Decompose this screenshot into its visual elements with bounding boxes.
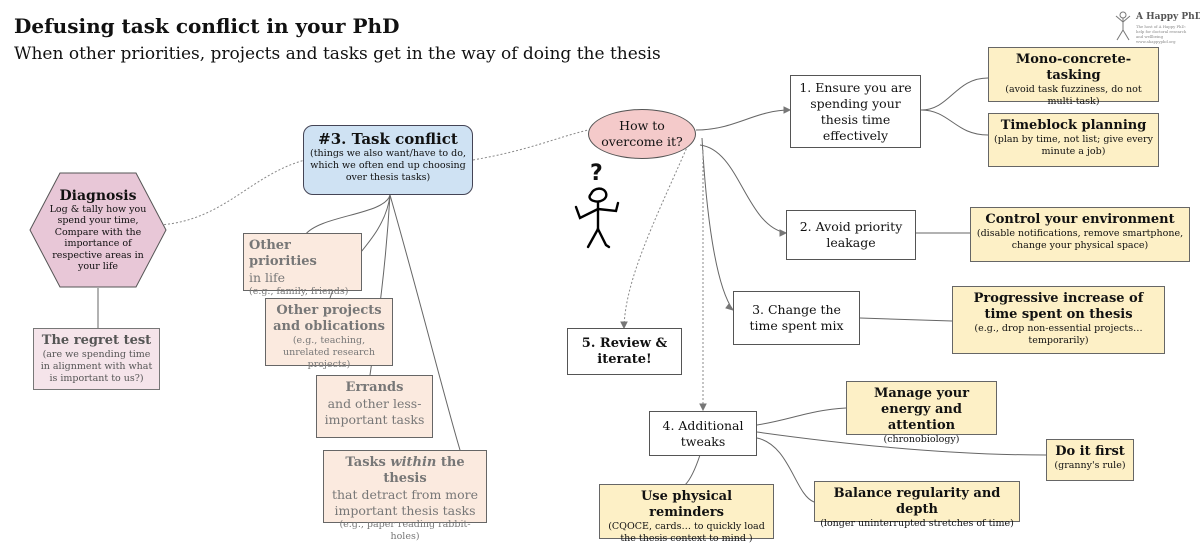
other-projects-note: (e.g., teaching, unrelated research proj… [283, 335, 375, 370]
timeblock-note: (plan by time, not list; give every minu… [994, 134, 1153, 157]
other-priorities-rest: in life [249, 270, 286, 285]
errands-title: Errands [345, 380, 404, 395]
arrow-ensure [783, 106, 792, 114]
control-environment-node: Control your environment (disable notifi… [970, 207, 1190, 262]
link-how-change [701, 137, 734, 311]
link-task-conflict-other-priorities [304, 194, 391, 236]
change-time-mix-node: 3. Change the time spent mix [733, 291, 860, 345]
other-priorities-node: Other priorities in life (e.g., family, … [243, 233, 362, 297]
link-task-conflict-tasks-within [389, 194, 461, 451]
link-change-progressive [859, 317, 953, 322]
diagnosis-body: Log & tally how you spend your time, Com… [49, 203, 147, 273]
link-ensure-timeblock [920, 109, 989, 136]
regret-test-node: The regret test (are we spending time in… [33, 328, 160, 390]
timeblock-node: Timeblock planning (plan by time, not li… [988, 113, 1159, 167]
logo: A Happy PhD The host of A Happy PhD: hel… [1112, 10, 1200, 44]
mono-tasking-node: Mono-concrete-tasking (avoid task fuzzin… [988, 47, 1159, 107]
balance-regularity-note: (longer uninterrupted stretches of time) [820, 518, 1014, 529]
progressive-increase-node: Progressive increase of time spent on th… [952, 286, 1165, 354]
diagnosis-hexagon [29, 172, 167, 288]
manage-energy-node: Manage your energy and attention (chrono… [846, 381, 997, 445]
regret-test-title: The regret test [41, 333, 152, 348]
stick-figure-logo-icon [1115, 11, 1131, 41]
link-ensure-mono [920, 77, 989, 111]
link-diagnosis-task-conflict [159, 159, 306, 226]
link-tweaks-doit [756, 431, 1047, 456]
page-subtitle: When other priorities, projects and task… [14, 44, 661, 64]
other-priorities-note: (e.g., family, friends) [249, 286, 349, 297]
tasks-within-rest: that detract from more important thesis … [331, 487, 479, 518]
errands-rest: and other less-important tasks [324, 396, 425, 427]
link-how-ensure [695, 109, 791, 131]
logo-tagline: The host of A Happy PhD: help for doctor… [1136, 24, 1187, 44]
other-priorities-title: Other priorities [249, 238, 317, 269]
ensure-effective-node: 1. Ensure you are spending your thesis t… [790, 75, 921, 148]
do-it-first-title: Do it first [1055, 444, 1125, 459]
arrow-review [620, 321, 628, 330]
timeblock-title: Timeblock planning [1000, 118, 1147, 133]
arrow-change [725, 303, 735, 311]
tasks-within-note: (e.g., paper reading rabbit-holes) [339, 519, 471, 542]
tasks-within-node: Tasks within the thesis that detract fro… [323, 450, 487, 542]
arrow-avoid [779, 229, 788, 237]
manage-energy-title: Manage your energy and attention [873, 386, 970, 433]
link-tweaks-energy [756, 407, 847, 426]
arrow-tweaks [699, 403, 707, 412]
link-how-review [623, 144, 689, 329]
link-task-conflict-how [472, 129, 589, 161]
logo-name: A Happy PhD [1136, 12, 1200, 22]
do-it-first-note: (granny's rule) [1054, 460, 1126, 471]
link-tweaks-balance [756, 437, 815, 503]
confused-stick-figure-icon [574, 187, 620, 249]
diagnosis-title: Diagnosis [59, 187, 137, 204]
review-iterate-node: 5. Review & iterate! [567, 328, 682, 375]
link-how-avoid [699, 144, 787, 234]
additional-tweaks-node: 4. Additional tweaks [649, 411, 757, 456]
balance-regularity-node: Balance regularity and depth (longer uni… [814, 481, 1020, 529]
task-conflict-note: (things we also want/have to do, which w… [310, 148, 466, 183]
mono-tasking-title: Mono-concrete-tasking [1015, 52, 1132, 83]
regret-test-note: (are we spending time in alignment with … [40, 349, 153, 384]
do-it-first-node: Do it first (granny's rule) [1046, 439, 1134, 481]
tasks-within-title: Tasks within the thesis [345, 455, 465, 486]
manage-energy-note: (chronobiology) [883, 434, 960, 445]
balance-regularity-title: Balance regularity and depth [833, 486, 1001, 517]
link-tweaks-reminders [684, 454, 701, 486]
task-conflict-node: #3. Task conflict (things we also want/h… [303, 125, 473, 195]
avoid-leakage-node: 2. Avoid priority leakage [786, 210, 916, 260]
errands-node: Errands and other less-important tasks [316, 375, 433, 438]
control-environment-title: Control your environment [985, 212, 1175, 227]
physical-reminders-note: (CQOCE, cards… to quickly load the thesi… [608, 521, 765, 544]
page-title: Defusing task conflict in your PhD [14, 14, 400, 38]
physical-reminders-title: Use physical reminders [640, 489, 733, 520]
how-to-overcome-node: How to overcome it? [588, 109, 696, 159]
confused-stick-figure: ? [572, 161, 628, 263]
control-environment-note: (disable notifications, remove smartphon… [976, 228, 1184, 251]
diagnosis-node: Diagnosis Log & tally how you spend your… [40, 175, 156, 285]
other-projects-title: Other projects and oblications [273, 303, 385, 334]
task-conflict-title: #3. Task conflict [318, 130, 458, 148]
other-projects-node: Other projects and oblications (e.g., te… [265, 298, 393, 370]
mono-tasking-note: (avoid task fuzziness, do not multi-task… [1005, 84, 1142, 107]
physical-reminders-node: Use physical reminders (CQOCE, cards… to… [599, 484, 774, 544]
progressive-increase-note: (e.g., drop non-essential projects… temp… [974, 323, 1143, 346]
question-mark: ? [590, 161, 603, 186]
progressive-increase-title: Progressive increase of time spent on th… [973, 291, 1144, 322]
